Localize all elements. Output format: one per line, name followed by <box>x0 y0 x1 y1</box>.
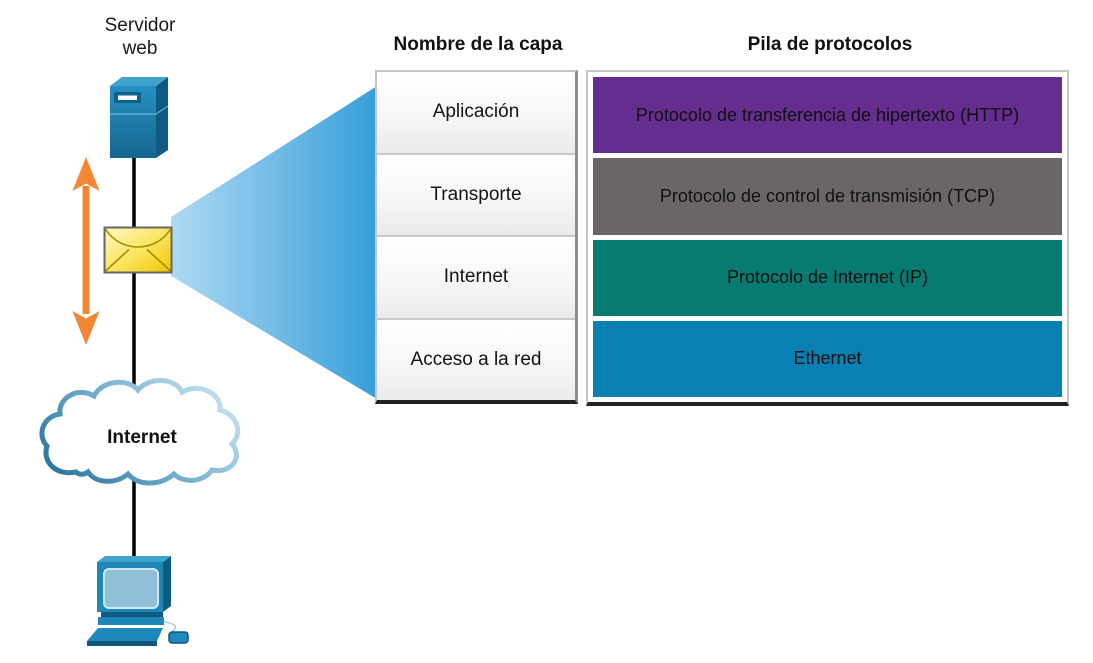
layer-cell-transporte: Transporte <box>377 152 575 235</box>
layer-cell-acceso-red: Acceso a la red <box>377 317 575 400</box>
internet-cloud-icon <box>39 378 241 486</box>
envelope-icon <box>103 226 173 274</box>
server-label: Servidor web <box>104 15 176 59</box>
protocol-bar-tcp: Protocolo de control de transmisión (TCP… <box>593 158 1062 235</box>
protocol-stack-column: Protocolo de transferencia de hipertexto… <box>586 70 1069 406</box>
pc-icon <box>87 556 189 646</box>
layer-cell-internet: Internet <box>377 235 575 318</box>
protocol-column-header: Pila de protocolos <box>747 34 913 55</box>
layer-cell-aplicacion: Aplicación <box>377 72 575 153</box>
bidirectional-arrow-icon <box>72 157 100 345</box>
layer-name-column: Aplicación Transporte Internet Acceso a … <box>375 70 578 404</box>
protocol-bar-ip: Protocolo de Internet (IP) <box>593 239 1062 316</box>
internet-cloud-label: Internet <box>107 427 177 448</box>
protocol-bar-ethernet: Ethernet <box>593 320 1062 397</box>
protocol-bar-http: Protocolo de transferencia de hipertexto… <box>593 77 1062 154</box>
layer-column-header: Nombre de la capa <box>393 34 563 55</box>
web-server-icon <box>110 77 169 158</box>
zoom-cone-shape <box>171 86 377 399</box>
